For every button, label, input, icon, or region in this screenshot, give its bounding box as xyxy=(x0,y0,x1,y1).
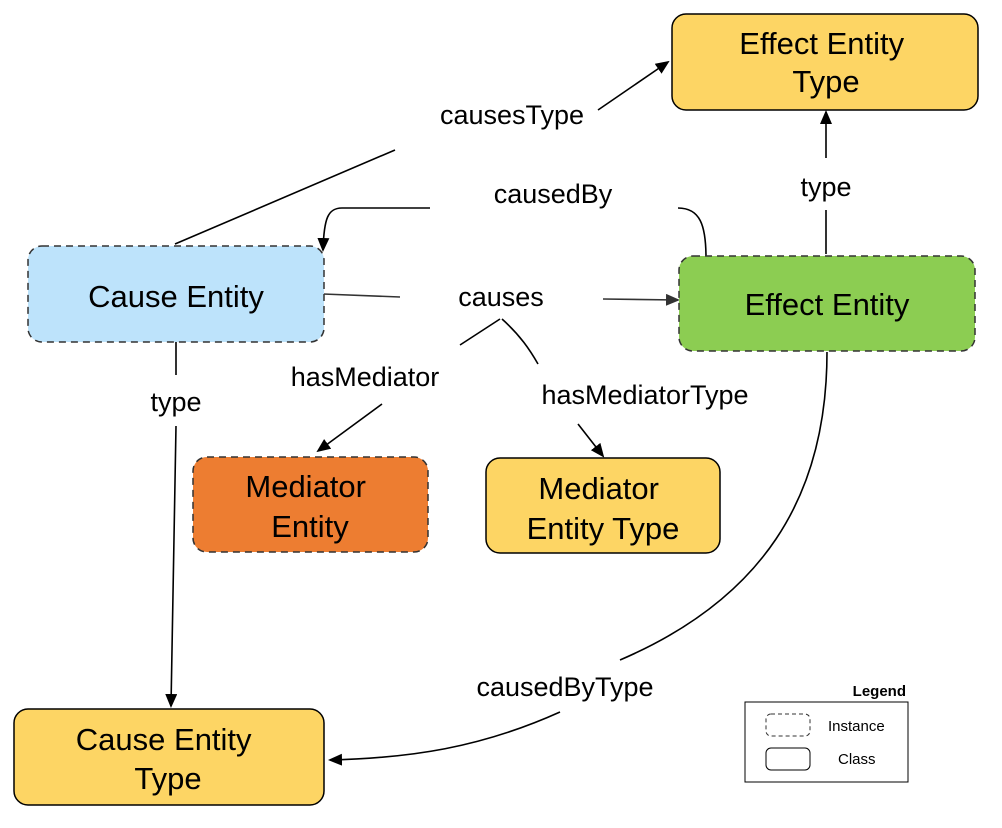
edge-label-causes: causes xyxy=(458,282,544,312)
edge-causes-type xyxy=(174,62,668,245)
legend-instance-swatch xyxy=(765,713,811,737)
edge-label-causes-type: causesType xyxy=(440,100,584,130)
legend: Legend Instance Class xyxy=(744,683,909,783)
legend-class-label: Class xyxy=(838,751,876,768)
edge-label-caused-by-type: causedByType xyxy=(476,672,653,702)
legend-title: Legend xyxy=(853,683,906,700)
mediator-entity-type-node: Mediator Entity Type xyxy=(485,457,721,554)
cause-entity-label: Cause Entity xyxy=(88,279,264,314)
legend-instance-label: Instance xyxy=(828,718,885,735)
effect-entity-type-label-line2: Type xyxy=(792,64,859,99)
edge-has-mediator xyxy=(459,318,501,346)
edge-label-has-mediator-type: hasMediatorType xyxy=(541,380,748,410)
cause-entity-type-label-line2: Type xyxy=(134,761,201,796)
cause-entity-node: Cause Entity xyxy=(27,245,325,343)
svg-text:Cause Entity Type: Cause Entity Type xyxy=(76,722,260,796)
effect-entity-type-node: Effect Entity Type xyxy=(671,13,979,111)
effect-entity-type-label-line1: Effect Entity xyxy=(739,26,904,61)
mediator-entity-type-label-line1: Mediator xyxy=(538,471,659,506)
effect-entity-node: Effect Entity xyxy=(678,255,976,352)
edge-label-has-mediator: hasMediator xyxy=(291,362,440,392)
mediator-entity-node: Mediator Entity xyxy=(192,456,429,553)
edge-has-mediator-arrow xyxy=(316,403,383,453)
mediator-entity-label-line1: Mediator xyxy=(245,469,366,504)
edge-label-type-effect: type xyxy=(800,172,851,202)
edge-caused-by-type xyxy=(619,351,828,661)
edge-causes xyxy=(322,294,678,300)
edge-caused-by-arrow xyxy=(317,207,430,252)
edge-label-caused-by: causedBy xyxy=(494,179,613,209)
cause-entity-type-label-line1: Cause Entity xyxy=(76,722,252,757)
effect-entity-label: Effect Entity xyxy=(745,287,910,322)
svg-text:Mediator Entity: Mediator Entity xyxy=(245,469,374,544)
edge-type-cause xyxy=(171,341,176,706)
legend-class-swatch xyxy=(765,747,811,771)
svg-text:Effect Entity Type: Effect Entity Type xyxy=(739,26,912,99)
edge-label-type-cause: type xyxy=(150,387,201,417)
cause-entity-type-node: Cause Entity Type xyxy=(13,708,325,806)
edge-caused-by-type-arrow xyxy=(328,711,561,766)
mediator-entity-label-line2: Entity xyxy=(271,509,349,544)
svg-text:Mediator Entity Type: Mediator Entity Type xyxy=(527,471,680,546)
edge-caused-by xyxy=(677,207,707,259)
mediator-entity-type-label-line2: Entity Type xyxy=(527,511,680,546)
edge-has-mediator-type xyxy=(501,318,539,365)
edge-has-mediator-type-arrow xyxy=(577,423,605,458)
